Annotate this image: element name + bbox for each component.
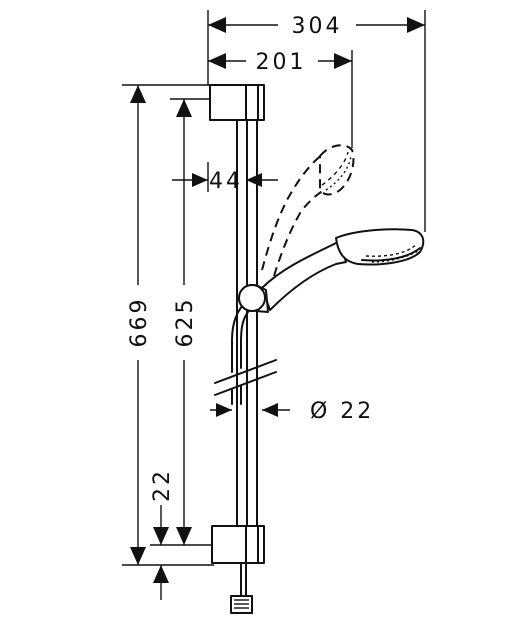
dimension-44: 44 bbox=[172, 162, 278, 194]
slider bbox=[238, 284, 269, 313]
dimension-201: 201 bbox=[208, 50, 352, 75]
dimension-669: 669 bbox=[127, 85, 152, 565]
dimension-label-22: 22 bbox=[150, 468, 175, 502]
hand-shower-main bbox=[261, 228, 425, 311]
shower-hose bbox=[214, 299, 277, 614]
dimension-625: 625 bbox=[173, 99, 198, 545]
hand-shower-tilted bbox=[261, 144, 355, 277]
dimension-label-304: 304 bbox=[292, 14, 343, 39]
dimension-label-diameter: Ø 22 bbox=[310, 399, 374, 424]
dimension-label-669: 669 bbox=[127, 297, 152, 348]
top-wall-bracket bbox=[209, 84, 265, 121]
bottom-wall-bracket bbox=[211, 525, 265, 564]
dimension-diameter-22: Ø 22 bbox=[210, 399, 374, 424]
dimension-label-44: 44 bbox=[209, 169, 243, 194]
dimension-22-bottom: 22 bbox=[150, 468, 175, 600]
dimension-304: 304 bbox=[208, 14, 425, 39]
dimension-label-201: 201 bbox=[256, 50, 307, 75]
dimension-label-625: 625 bbox=[173, 297, 198, 348]
